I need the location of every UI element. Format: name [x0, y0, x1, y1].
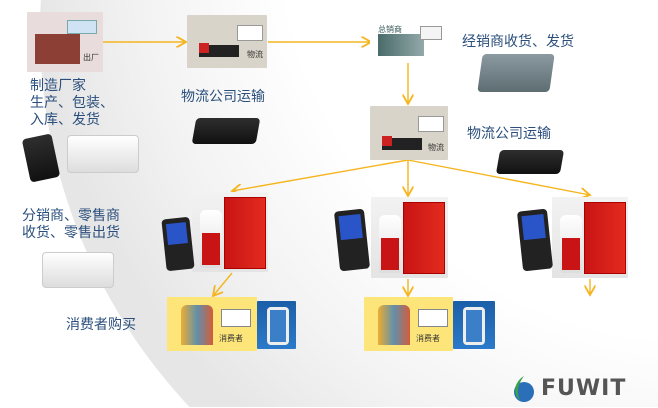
product-image: [192, 192, 268, 272]
consumer-tag: 消费者: [416, 334, 440, 343]
logistics-image: 物流: [370, 106, 448, 160]
truck-cab: [382, 136, 392, 146]
retailer-line: 分销商、零售商: [22, 208, 120, 224]
bottle: [200, 210, 222, 268]
rfid-reader-image: [42, 252, 114, 288]
handheld-scanner-image: [333, 208, 371, 272]
arrow-logistics-retail1: [232, 159, 409, 191]
distributor-sign: [420, 26, 442, 40]
factory-building: [35, 34, 80, 64]
distributor-image: 总销商: [370, 20, 445, 62]
truck: [199, 45, 239, 57]
bottle: [560, 215, 582, 273]
vehicle-reader-image: [495, 150, 565, 174]
consumer-tag: 消费者: [219, 334, 243, 343]
manufacturer-label: 制造厂家 生产、包装、 入库、发货: [30, 78, 114, 129]
consumer-image: 消费者: [364, 297, 453, 351]
gift-box: [403, 202, 445, 274]
people: [181, 305, 213, 345]
factory-sign: [67, 20, 97, 34]
product-image: [552, 197, 628, 278]
fixed-reader-image: [477, 54, 555, 92]
manufacturer-line: 生产、包装、: [30, 95, 114, 111]
consumer-sign: [418, 309, 448, 327]
rfid-reader-image: [67, 135, 139, 173]
factory-image: 出厂: [27, 12, 103, 72]
retailer-line: 收货、零售出货: [22, 225, 120, 241]
manufacturer-line: 入库、发货: [30, 112, 100, 128]
logistics-sign: [418, 116, 444, 132]
consumer-label: 消费者购买: [66, 317, 136, 333]
fuwit-logo-text: FUWIT: [541, 376, 627, 401]
arrow-logistics-retail3: [407, 159, 590, 195]
distributor-label: 经销商收货、发货: [462, 34, 574, 50]
logistics-tag: 物流: [428, 143, 444, 152]
vehicle-reader-image: [191, 118, 261, 144]
logistics-image: 物流: [187, 15, 267, 68]
phone-body: [463, 307, 485, 345]
arrow-retail1-consumer: [213, 272, 233, 296]
factory-tag: 出厂: [83, 53, 99, 62]
gift-box: [224, 197, 266, 269]
truck-cab: [199, 43, 209, 53]
fuwit-logo-icon: [508, 374, 538, 404]
smartphone-image: [453, 301, 495, 349]
logistics2-label: 物流公司运输: [467, 126, 551, 142]
phone-body: [267, 307, 289, 345]
consumer-image: 消费者: [167, 297, 257, 351]
handheld-scanner-image: [161, 216, 195, 272]
logistics1-label: 物流公司运输: [181, 89, 265, 105]
truck: [382, 138, 422, 150]
people: [378, 305, 410, 345]
gift-box: [584, 202, 626, 274]
bottle: [379, 215, 401, 273]
smartphone-image: [257, 301, 296, 349]
handheld-scanner-image: [516, 208, 554, 272]
retailer-label: 分销商、零售商 收货、零售出货: [22, 208, 120, 242]
warehouse: [378, 34, 424, 56]
distributor-tag: 总销商: [378, 25, 402, 34]
logistics-sign: [237, 25, 263, 41]
consumer-sign: [221, 309, 251, 327]
manufacturer-line: 制造厂家: [30, 78, 86, 94]
logistics-tag: 物流: [247, 50, 263, 59]
product-image: [371, 197, 448, 278]
